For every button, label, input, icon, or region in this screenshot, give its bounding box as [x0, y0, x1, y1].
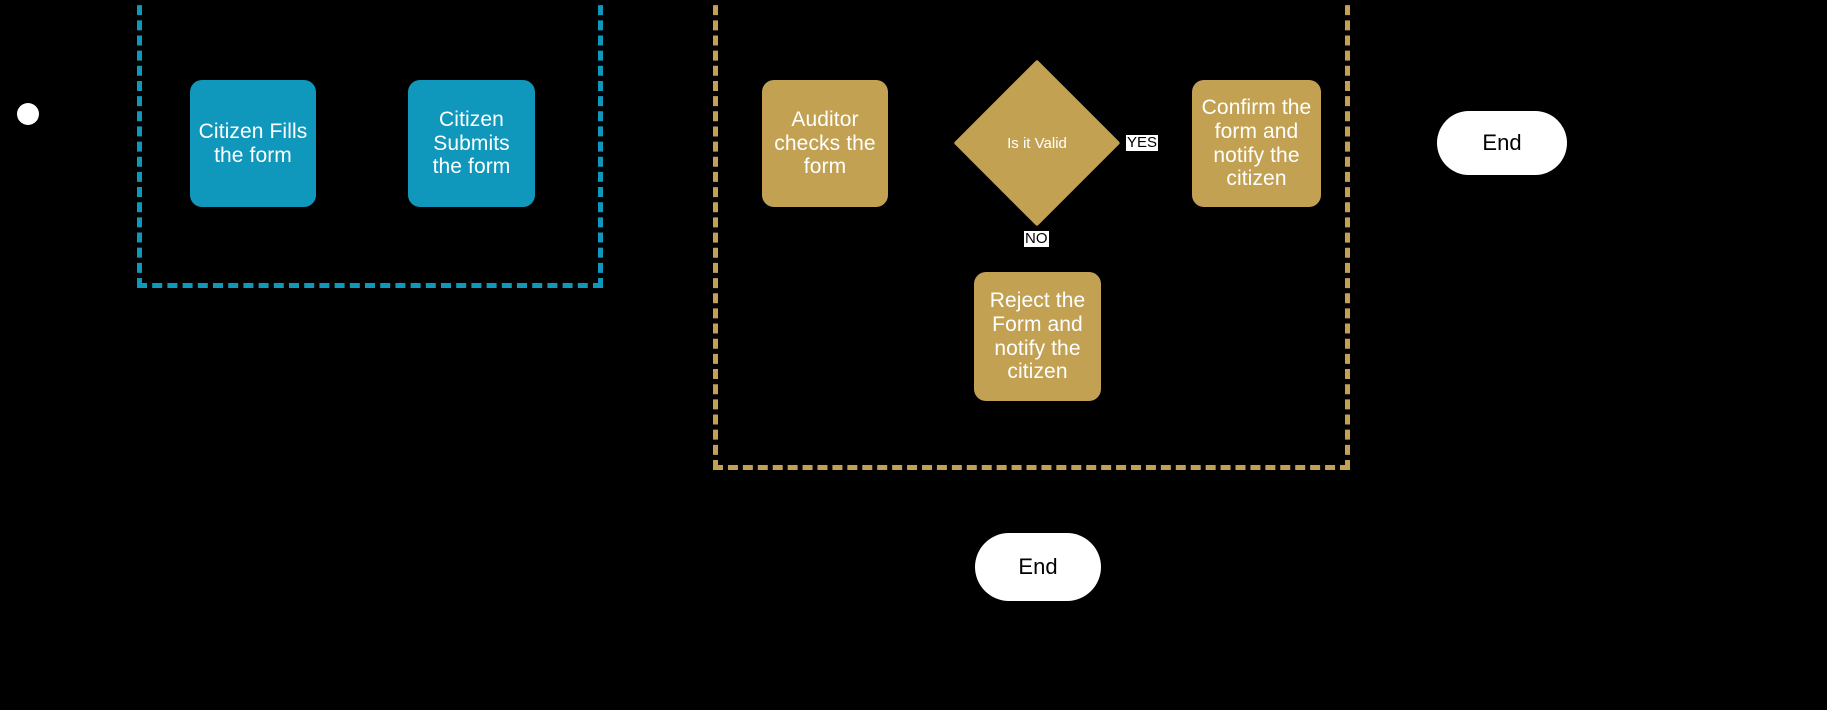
- node-reject-the-form-and-notify-the-citizen[interactable]: Reject the Form and notify the citizen: [974, 272, 1101, 401]
- start-node[interactable]: [17, 103, 39, 125]
- node-auditor-checks-the-form[interactable]: Auditor checks the form: [762, 80, 888, 207]
- end-node-bottom[interactable]: End: [975, 533, 1101, 601]
- group-auditor-lane[interactable]: [713, 0, 1350, 470]
- end-node-right[interactable]: End: [1437, 111, 1567, 175]
- node-confirm-the-form-and-notify-the-citizen[interactable]: Confirm the form and notify the citizen: [1192, 80, 1321, 207]
- node-citizen-submits-the-form[interactable]: Citizen Submits the form: [408, 80, 535, 207]
- node-citizen-fills-the-form[interactable]: Citizen Fills the form: [190, 80, 316, 207]
- group-citizen-lane[interactable]: [137, 0, 603, 288]
- edge-label-yes: YES: [1126, 134, 1159, 151]
- edge-label-no: NO: [1024, 230, 1049, 247]
